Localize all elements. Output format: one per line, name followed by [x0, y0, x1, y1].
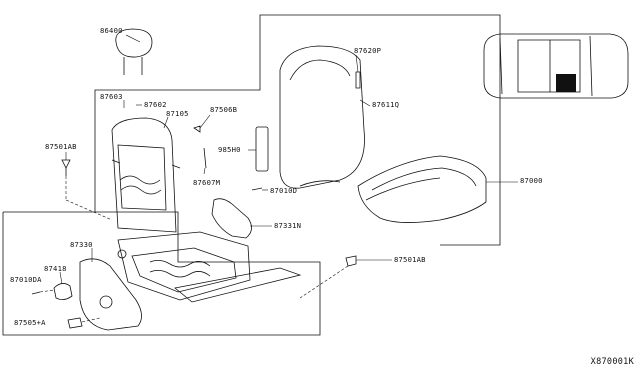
label-87010da: 87010DA	[10, 275, 42, 284]
clip-87506b	[193, 125, 201, 133]
seat-cushion-pad	[357, 155, 487, 223]
bolt-87501ab-top	[61, 159, 71, 169]
finisher-hole	[99, 295, 113, 309]
clip	[67, 317, 83, 329]
knob	[53, 283, 73, 300]
screw-87010d	[251, 187, 263, 191]
label-87603: 87603	[100, 92, 123, 101]
seat-back-frame	[111, 117, 181, 233]
label-87602: 87602	[144, 100, 167, 109]
leader-86400	[125, 34, 141, 43]
lower-frame-boundary	[2, 211, 321, 336]
leader-87607m	[203, 167, 206, 175]
diagram-code: X870001K	[590, 357, 634, 367]
screw-87010da	[31, 291, 41, 295]
leader-87105	[163, 116, 169, 129]
label-86400: 86400	[100, 26, 123, 35]
headrest	[115, 28, 153, 75]
seat-position-marker	[556, 74, 576, 92]
leader-87418	[59, 271, 63, 285]
dash-87010da	[39, 289, 55, 293]
side-trim-panel	[255, 126, 269, 172]
clip-87620p	[355, 71, 361, 89]
label-87105: 87105	[166, 109, 189, 118]
dash-87505a	[81, 317, 101, 323]
label-985h0: 985H0	[218, 145, 241, 154]
pin-87607m	[203, 147, 207, 169]
label-87330: 87330	[70, 240, 93, 249]
label-87501ab-bottom: 87501AB	[394, 255, 426, 264]
leader-87506b	[199, 114, 211, 129]
label-87607m: 87607M	[193, 178, 221, 187]
label-87620p: 87620P	[354, 46, 382, 55]
label-87010d: 87010D	[270, 186, 298, 195]
label-87000: 87000	[520, 176, 543, 185]
bolt-87501ab-bottom	[345, 255, 357, 267]
label-87506b: 87506B	[210, 105, 238, 114]
upper-frame-boundary	[94, 14, 501, 246]
vehicle-locator	[483, 33, 629, 99]
label-87418: 87418	[44, 264, 67, 273]
leader-87620p	[355, 54, 359, 73]
seat-cushion-frame	[117, 231, 302, 303]
leader-87611q	[359, 99, 371, 107]
side-finisher	[79, 258, 142, 331]
label-87505a: 87505+A	[14, 318, 46, 327]
dash-87501ab-bottom	[299, 265, 349, 299]
recliner-bracket	[211, 198, 252, 239]
dash-87501ab-top-2	[65, 199, 113, 221]
label-87331n: 87331N	[274, 221, 302, 230]
label-87611q: 87611Q	[372, 100, 400, 109]
seat-back-pad	[279, 45, 365, 189]
label-87501ab-top: 87501AB	[45, 142, 77, 151]
